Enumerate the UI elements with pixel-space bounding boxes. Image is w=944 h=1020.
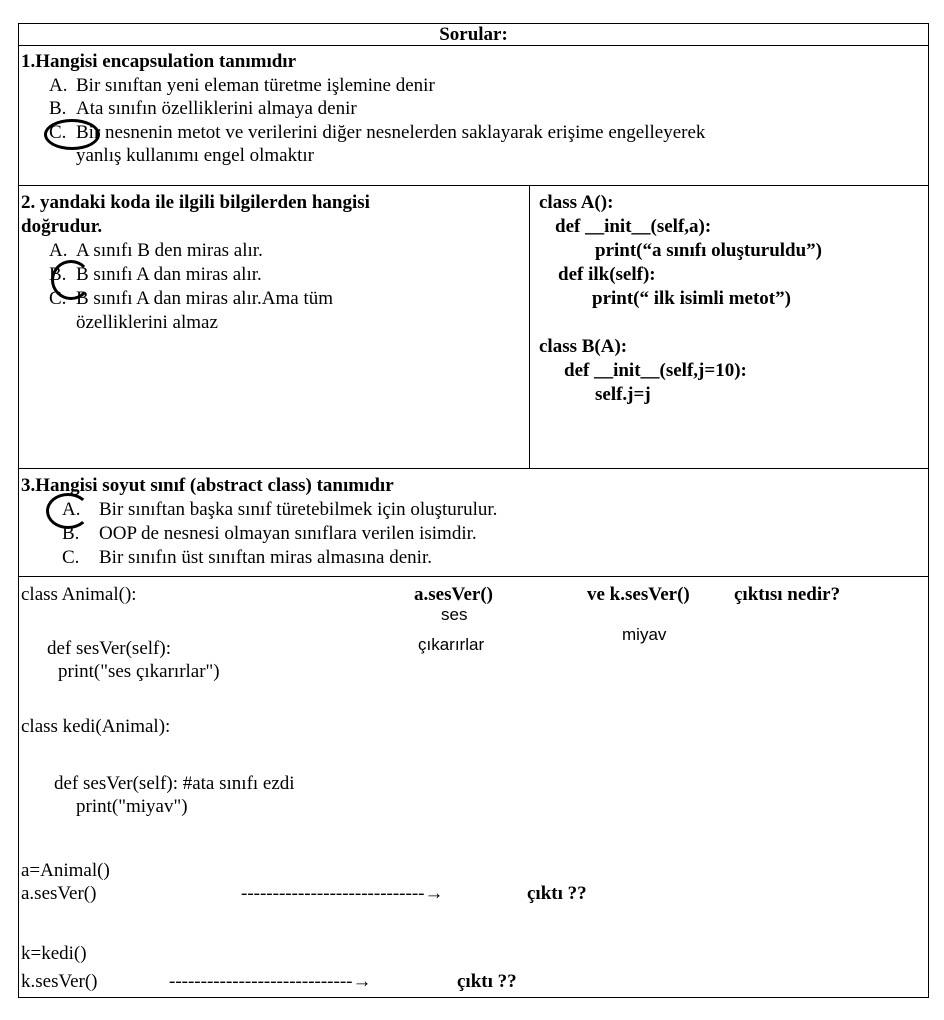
q2-title-line1: 2. yandaki koda ile ilgili bilgilerden h… <box>21 192 370 213</box>
q1-option-a: Bir sınıftan yeni eleman türetme işlemin… <box>76 75 435 96</box>
q1-option-a-letter: A. <box>49 75 68 96</box>
q2-title-line2: doğrudur. <box>21 216 103 237</box>
q2-divider <box>18 468 929 469</box>
q1-title: 1.Hangisi encapsulation tanımıdır <box>21 51 297 72</box>
answer-k: miyav <box>622 625 667 644</box>
q3-option-c: Bir sınıfın üst sınıftan miras almasına … <box>99 547 432 568</box>
q1-option-b: Ata sınıfın özelliklerini almaya denir <box>76 98 357 119</box>
answer-a-line2: çıkarırlar <box>418 635 485 654</box>
q1-option-c-continued: yanlış kullanımı engel olmaktır <box>76 145 314 166</box>
table-border-left <box>18 23 19 998</box>
q2-option-b: B sınıfı A dan miras alır. <box>76 264 262 285</box>
q2-code-line: def __init__(self,a): <box>555 216 712 237</box>
q4-question-a: a.sesVer() <box>414 584 493 605</box>
q4-code-line: class kedi(Animal): <box>21 716 171 737</box>
q2-code-line: def __init__(self,j=10): <box>564 360 747 381</box>
q4-question-tail: çıktısı nedir? <box>734 584 841 605</box>
q2-option-c: B sınıfı A dan miras alır.Ama tüm <box>76 288 334 309</box>
q2-code-line: class B(A): <box>539 336 628 357</box>
q4-code-line: a=Animal() <box>21 860 110 881</box>
q3-option-c-letter: C. <box>62 547 80 568</box>
output-label: çıktı ?? <box>527 883 587 904</box>
q4-code-line: print("ses çıkarırlar") <box>58 661 220 682</box>
table-border-top <box>18 23 929 24</box>
q2-column-divider <box>529 185 530 468</box>
q4-code-line: print("miyav") <box>76 796 188 817</box>
q3-option-b: OOP de nesnesi olmayan sınıflara verilen… <box>99 523 477 544</box>
q3-divider <box>18 576 929 577</box>
q2-code-line: self.j=j <box>595 384 651 405</box>
arrow: -----------------------------→ <box>241 883 444 904</box>
q4-code-line: k=kedi() <box>21 943 87 964</box>
q4-code-line: def sesVer(self): <box>47 638 171 659</box>
q3-title: 3.Hangisi soyut sınıf (abstract class) t… <box>21 475 394 496</box>
answer-a-line1: ses <box>441 605 468 624</box>
q4-question-k: ve k.sesVer() <box>587 584 690 605</box>
q2-code-line: class A(): <box>539 192 614 213</box>
q1-option-c: Bir nesnenin metot ve verilerini diğer n… <box>76 122 706 143</box>
q3-option-a: Bir sınıftan başka sınıf türetebilmek iç… <box>99 499 498 520</box>
q2-option-a: A sınıfı B den miras alır. <box>76 240 263 261</box>
answer-circle-mark <box>51 260 91 300</box>
q2-code-line: def ilk(self): <box>558 264 656 285</box>
answer-circle-mark <box>44 119 100 150</box>
q4-code-line: k.sesVer() <box>21 971 98 992</box>
q2-option-c-continued: özelliklerini almaz <box>76 312 218 333</box>
table-border-bottom <box>18 997 929 998</box>
header-divider <box>18 45 929 46</box>
q4-code-line: a.sesVer() <box>21 883 97 904</box>
table-border-right <box>928 23 929 998</box>
questions-table: Sorular: 1.Hangisi encapsulation tanımıd… <box>18 23 929 998</box>
arrow: -----------------------------→ <box>169 971 372 992</box>
table-header: Sorular: <box>439 24 508 45</box>
output-label: çıktı ?? <box>457 971 517 992</box>
q2-code-line: print(“ ilk isimli metot”) <box>592 288 791 309</box>
q4-code-line: class Animal(): <box>21 584 137 605</box>
answer-circle-mark <box>46 493 90 529</box>
q4-code-line: def sesVer(self): #ata sınıfı ezdi <box>54 773 295 794</box>
q1-divider <box>18 185 929 186</box>
q2-code-line: print(“a sınıfı oluşturuldu”) <box>595 240 822 261</box>
q1-option-b-letter: B. <box>49 98 67 119</box>
q2-option-a-letter: A. <box>49 240 68 261</box>
